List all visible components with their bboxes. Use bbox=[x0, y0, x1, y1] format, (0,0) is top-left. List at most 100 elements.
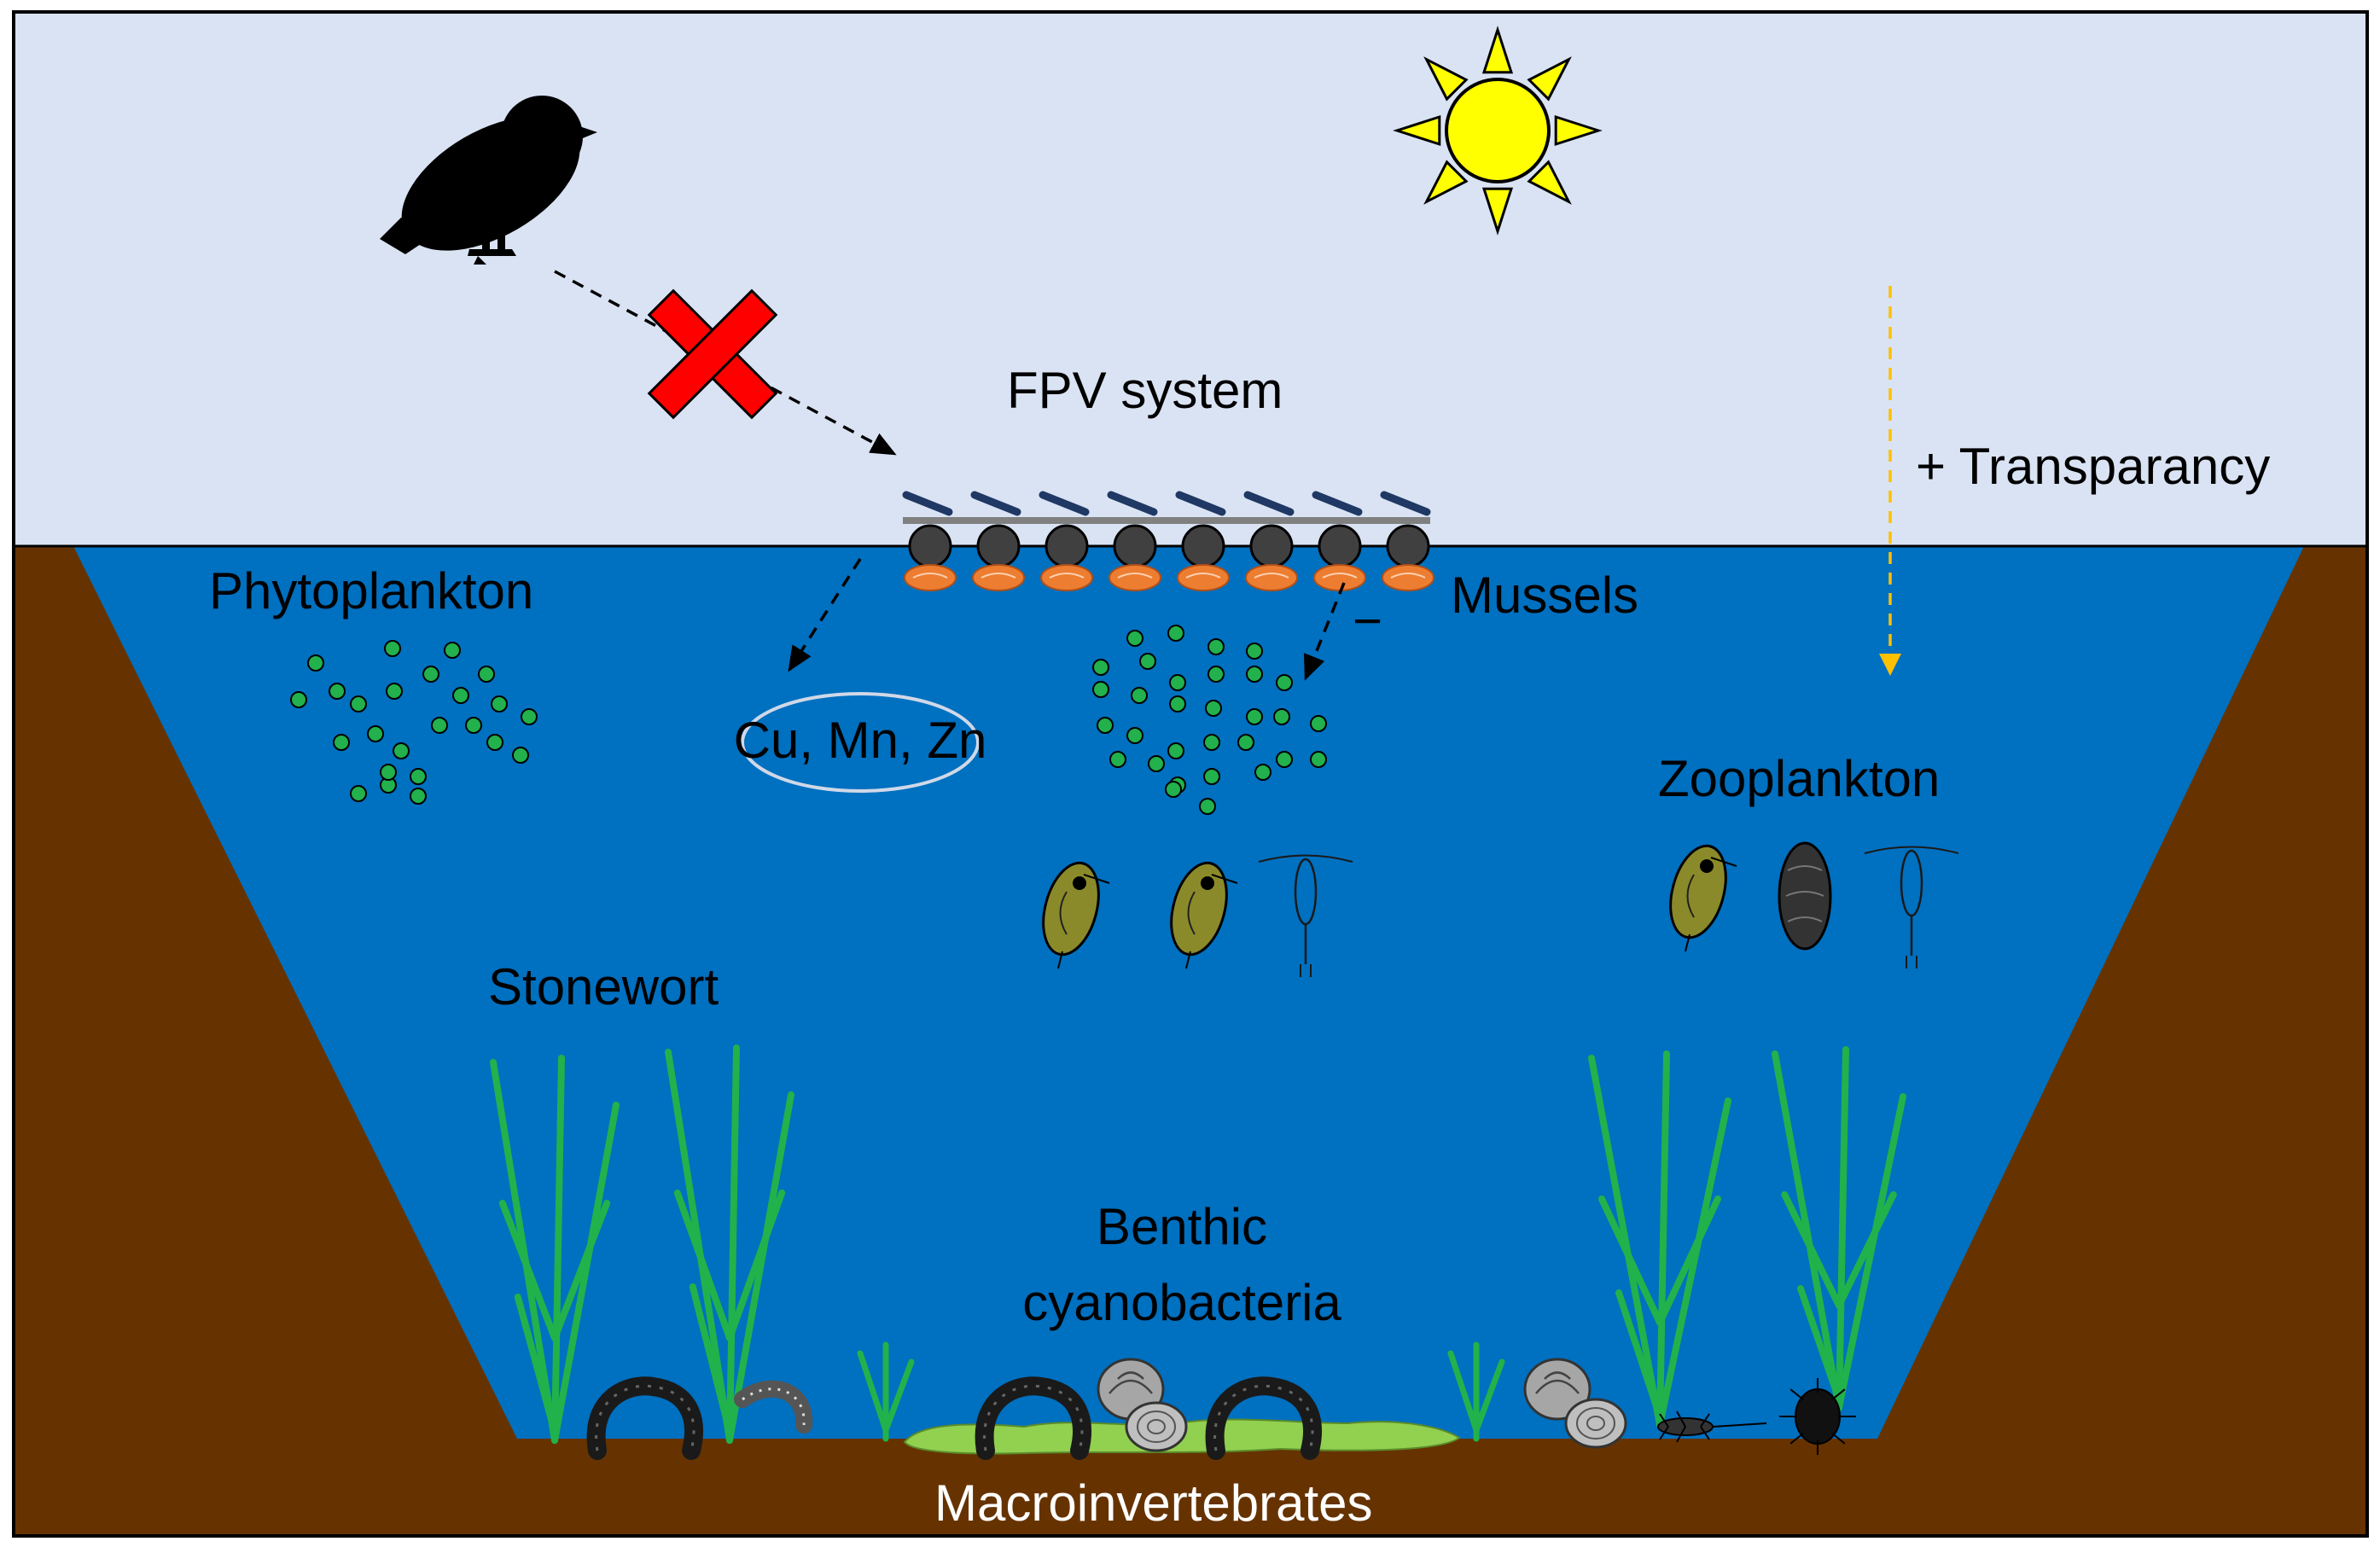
metals-ellipse bbox=[741, 692, 980, 793]
float bbox=[1386, 524, 1430, 568]
phytoplankton-cell bbox=[333, 734, 350, 751]
phytoplankton-cell bbox=[1203, 734, 1220, 751]
snail bbox=[1523, 1358, 1592, 1421]
sun-ray bbox=[1527, 56, 1572, 102]
phytoplankton-cell bbox=[1092, 681, 1109, 698]
stonewort-plant bbox=[1588, 1050, 1731, 1428]
phytoplankton-cell bbox=[1310, 751, 1327, 768]
mussel-cluster bbox=[904, 564, 1434, 591]
phytoplankton-cell bbox=[384, 640, 401, 657]
float bbox=[1045, 524, 1089, 568]
phytoplankton-cell bbox=[307, 654, 324, 672]
solar-panel bbox=[1175, 491, 1226, 516]
mussel bbox=[1177, 564, 1230, 591]
float bbox=[908, 524, 952, 568]
macroinvertebrates-group bbox=[586, 1358, 1856, 1460]
phytoplankton-cell bbox=[367, 725, 384, 742]
chironomid-larva bbox=[586, 1376, 703, 1460]
phytoplankton-cell bbox=[1097, 717, 1114, 734]
phytoplankton-cell bbox=[1237, 734, 1254, 751]
floats bbox=[908, 524, 1430, 568]
phytoplankton-cell bbox=[350, 695, 367, 713]
phytoplankton-cell bbox=[1246, 643, 1263, 660]
stonewort-plant bbox=[1772, 1046, 1906, 1411]
phytoplankton-cell bbox=[1207, 666, 1225, 683]
solar-panel bbox=[1039, 491, 1090, 516]
sky-background bbox=[14, 12, 2367, 546]
phytoplankton-cell bbox=[1126, 630, 1143, 647]
phytoplankton-cell bbox=[444, 642, 461, 659]
phytoplankton-cell bbox=[1109, 751, 1126, 768]
copepod bbox=[1864, 846, 1959, 968]
float bbox=[1249, 524, 1294, 568]
solar-panel bbox=[1380, 491, 1431, 516]
sun-ray bbox=[1423, 160, 1469, 205]
mussel bbox=[1313, 564, 1366, 591]
resting-egg bbox=[1778, 841, 1832, 951]
amphipod bbox=[734, 1380, 813, 1434]
sun-ray bbox=[1481, 26, 1514, 74]
phytoplankton-cell bbox=[486, 734, 503, 751]
float bbox=[1113, 524, 1157, 568]
phytoplankton-cell bbox=[431, 717, 448, 734]
phytoplankton-cell bbox=[1169, 695, 1186, 713]
phytoplankton-cell bbox=[1276, 751, 1293, 768]
bird-silhouette-icon bbox=[380, 96, 597, 265]
phytoplankton-cell bbox=[521, 708, 538, 725]
mussels-to-phytoplankton-arrow bbox=[1304, 582, 1346, 681]
float bbox=[1318, 524, 1362, 568]
phytoplankton-cell bbox=[1207, 638, 1225, 655]
daphnia bbox=[1669, 844, 1737, 952]
water-mite bbox=[1779, 1378, 1856, 1455]
phytoplankton-label: Phytoplankton bbox=[209, 562, 533, 619]
solar-panel bbox=[1312, 491, 1363, 516]
solar-panel bbox=[902, 491, 953, 516]
phytoplankton-cell bbox=[386, 683, 403, 700]
phytoplankton-cell bbox=[1205, 700, 1222, 717]
mussel-ridge bbox=[1117, 573, 1153, 579]
transparency-label: + Transparancy bbox=[1916, 438, 2270, 495]
mussel-ridge bbox=[1049, 573, 1085, 579]
solar-panel bbox=[970, 491, 1021, 516]
sun-icon bbox=[1393, 26, 1603, 236]
zooplankton-label: Zooplankton bbox=[1658, 750, 1940, 807]
daphnia bbox=[1170, 861, 1238, 969]
frame-border bbox=[12, 10, 2369, 1538]
benthic-label-line1: Benthic bbox=[1097, 1198, 1267, 1255]
phytoplankton-cell bbox=[1139, 653, 1156, 670]
phytoplankton-cell bbox=[380, 764, 397, 781]
metals-label: Cu, Mn, Zn bbox=[734, 712, 987, 769]
phytoplankton-cell bbox=[1254, 764, 1271, 781]
solar-panels bbox=[902, 491, 1431, 516]
phytoplankton-cell bbox=[1167, 742, 1184, 759]
float bbox=[976, 524, 1021, 568]
mussel bbox=[1382, 564, 1434, 591]
fpv-system bbox=[902, 491, 1434, 591]
stonewort-plants bbox=[490, 1044, 1906, 1444]
macroinvertebrates-label: Macroinvertebrates bbox=[934, 1474, 1373, 1532]
phytoplankton-cell bbox=[1203, 768, 1220, 785]
mussel bbox=[1245, 564, 1298, 591]
phytoplankton-cell bbox=[1246, 708, 1263, 725]
stonewort-sprout bbox=[857, 1341, 915, 1442]
solar-panel bbox=[1107, 491, 1158, 516]
stonewort-sprout bbox=[1447, 1341, 1505, 1442]
copepod bbox=[1258, 854, 1353, 977]
mayfly-nymph bbox=[1657, 1410, 1767, 1443]
zooplankton-group bbox=[1042, 841, 1959, 977]
red-x-icon bbox=[647, 288, 778, 420]
benthic-label-line2: cyanobacteria bbox=[1022, 1274, 1341, 1331]
phytoplankton-cell bbox=[1273, 708, 1290, 725]
phytoplankton-cell bbox=[491, 695, 508, 713]
mussel-ridge bbox=[1254, 573, 1289, 579]
minus-sign-label: − bbox=[1353, 592, 1382, 649]
phytoplankton-cell bbox=[422, 666, 439, 683]
fpv-frame-bar bbox=[903, 517, 1430, 524]
phytoplankton-cell bbox=[410, 768, 427, 785]
phytoplankton-cell bbox=[290, 691, 307, 708]
phytoplankton-cell bbox=[1310, 715, 1327, 732]
phytoplankton-cell bbox=[478, 666, 495, 683]
mussel bbox=[1109, 564, 1161, 591]
